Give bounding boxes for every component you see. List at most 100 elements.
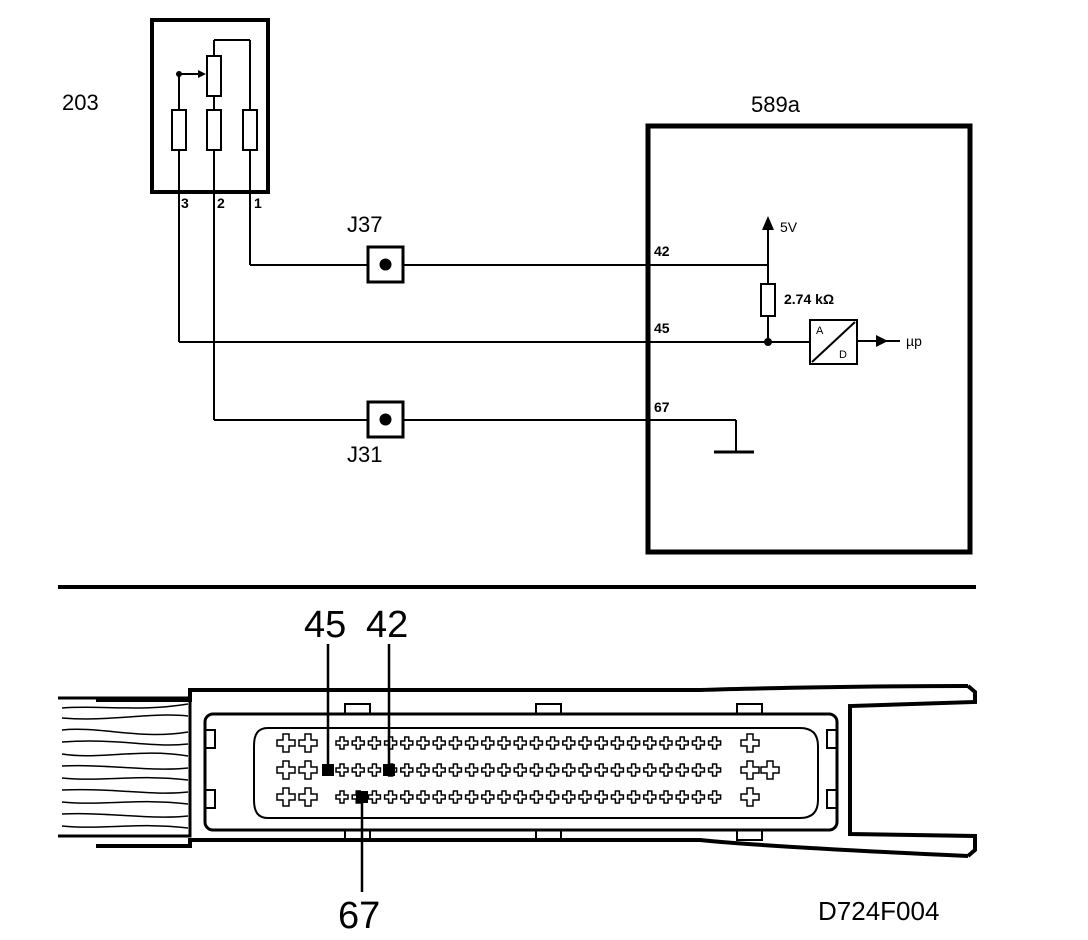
pin-cross — [707, 736, 722, 750]
pin-cross — [432, 736, 446, 750]
pin-cross — [659, 763, 673, 777]
pin-cross — [298, 760, 318, 780]
pin-cross — [545, 736, 560, 750]
pin-cross — [691, 736, 706, 750]
callout-label-45: 45 — [304, 604, 346, 646]
pin-cross — [626, 736, 641, 750]
pin-cross — [578, 736, 592, 750]
sensor-pin-2: 2 — [217, 195, 225, 211]
pin-cross — [464, 736, 479, 750]
junction-j37-dot — [379, 258, 392, 271]
pin-cross — [464, 763, 479, 777]
pin-cross — [481, 790, 495, 804]
junction-j37-label: J37 — [347, 212, 382, 237]
ecu-box — [645, 123, 973, 555]
pin-cross — [464, 790, 479, 804]
pin-cross — [432, 763, 446, 777]
callout-label-42: 42 — [366, 604, 408, 646]
pin-cross — [432, 790, 446, 804]
adc-a-label: A — [816, 325, 824, 337]
pin-cross — [298, 787, 318, 807]
connector-drawing — [58, 684, 977, 858]
pin-cross — [513, 736, 527, 750]
pin-cross — [562, 736, 576, 750]
pin-cross — [367, 790, 382, 804]
pin-cross — [367, 736, 382, 750]
pin-cross — [594, 790, 608, 804]
figure-code: D724F004 — [818, 896, 939, 926]
sensor-pin-1: 1 — [254, 195, 262, 211]
pin-cross — [513, 790, 527, 804]
pin-cross — [610, 790, 625, 804]
pin-cross — [416, 790, 430, 804]
pin-cross — [497, 790, 511, 804]
ecu-pin-45: 45 — [654, 320, 670, 336]
pin-cross — [760, 760, 780, 780]
pin-cross — [383, 790, 398, 804]
pin-cross — [400, 790, 414, 804]
pin-cross — [351, 736, 365, 750]
pin-cross — [448, 790, 463, 804]
output-arrow-icon — [876, 335, 888, 347]
pin-cross — [626, 763, 641, 777]
pin-cross — [562, 790, 576, 804]
pin-cross — [335, 763, 349, 777]
adc-diagonal — [811, 321, 856, 363]
pin-cross — [610, 763, 625, 777]
pin-cross — [740, 760, 760, 780]
pin-cross — [351, 763, 365, 777]
pin-cross — [545, 763, 560, 777]
pin-cross — [578, 790, 592, 804]
pullup-resistor — [760, 283, 776, 317]
pin-cross — [691, 790, 706, 804]
adc-d-label: D — [839, 349, 847, 361]
pin-cross — [276, 760, 296, 780]
pin-cross — [675, 790, 689, 804]
pin-cross — [298, 733, 318, 753]
pin-cross — [335, 790, 349, 804]
pin-cross — [626, 790, 641, 804]
pin-cross — [594, 736, 608, 750]
pin-cross — [675, 736, 689, 750]
pin-cross — [335, 736, 349, 750]
sensor-pin-3: 3 — [181, 195, 189, 211]
pin-cross — [707, 790, 722, 804]
pin-cross — [481, 763, 495, 777]
connector-pins — [276, 733, 780, 807]
ecu-label: 589a — [751, 92, 801, 117]
sensor-box — [150, 18, 270, 194]
wiper-arrow-icon — [198, 70, 206, 78]
wires — [179, 264, 810, 421]
supply-arrow-icon — [762, 216, 774, 230]
pin-cross — [740, 787, 760, 807]
callout-label-67: 67 — [338, 895, 380, 937]
ecu-pin-67: 67 — [654, 399, 670, 415]
junction-j31-label: J31 — [347, 442, 382, 467]
supply-label: 5V — [780, 219, 798, 235]
pin-cross — [497, 763, 511, 777]
pin-cross — [513, 763, 527, 777]
pin-cross — [400, 763, 414, 777]
resistor-label: 2.74 kΩ — [784, 291, 834, 307]
pin-cross — [691, 763, 706, 777]
sensor-label: 203 — [62, 90, 99, 115]
sensor-internals — [171, 39, 258, 420]
pin-cross — [659, 790, 673, 804]
pin-cross — [562, 763, 576, 777]
pin-cross — [367, 763, 382, 777]
pin-cross — [400, 736, 414, 750]
pin-cross — [594, 763, 608, 777]
pin-cross — [643, 790, 657, 804]
pin-cross — [675, 763, 689, 777]
pin-cross — [545, 790, 560, 804]
pin-cross — [416, 763, 430, 777]
pin-cross — [659, 736, 673, 750]
pin-cross — [529, 790, 544, 804]
pin-cross — [529, 736, 544, 750]
ecu-pin-42: 42 — [654, 243, 670, 259]
pin-cross — [707, 763, 722, 777]
pin-cross — [416, 736, 430, 750]
wiper-node — [176, 71, 182, 77]
